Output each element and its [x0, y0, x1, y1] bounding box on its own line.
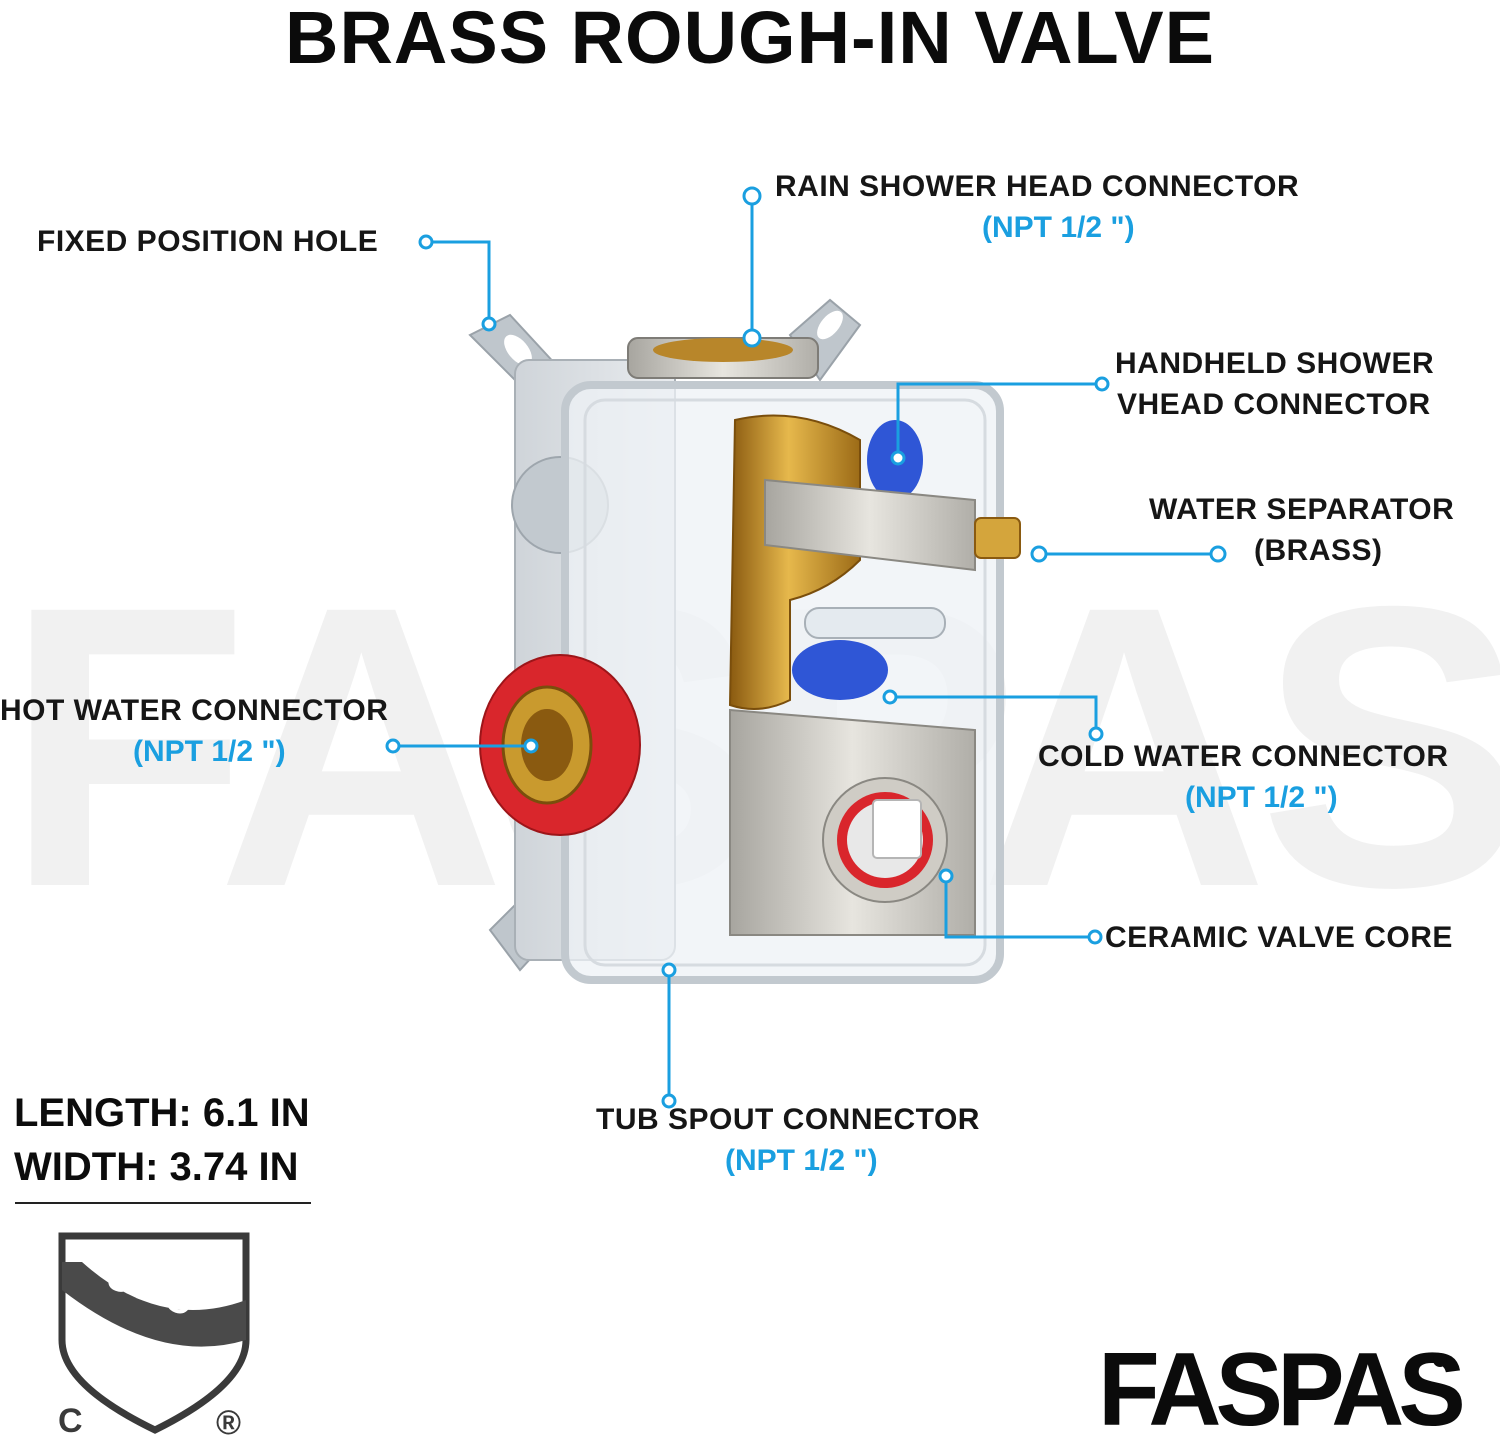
page-title: BRASS ROUGH-IN VALVE [285, 0, 1215, 79]
cold-water-connector-spec: (NPT 1/2 ") [1185, 781, 1338, 814]
dimension-underline [15, 1202, 311, 1204]
callout-dot [742, 328, 762, 348]
callout-dot [938, 868, 954, 884]
tub-spout-connector-label: TUB SPOUT CONNECTOR [596, 1103, 980, 1136]
callout-dot [1094, 376, 1110, 392]
ceramic-valve-core-label: CERAMIC VALVE CORE [1105, 921, 1453, 954]
faspas-logo: FASPAS [1098, 1332, 1463, 1448]
handheld-shower-label-line2: VHEAD CONNECTOR [1117, 388, 1431, 421]
callout-dot [1087, 929, 1103, 945]
water-separator-spline-icon [974, 517, 1021, 559]
length-dimension: LENGTH: 6.1 IN [14, 1091, 310, 1135]
leader-cold [890, 695, 1098, 734]
leader-handheld [896, 382, 1102, 458]
hot-water-connector-label: HOT WATER CONNECTOR [0, 694, 389, 727]
fixed-position-hole-icon [504, 334, 532, 366]
callout-dot [1088, 726, 1104, 742]
hot-water-bore [521, 709, 573, 781]
upc-c-letter: C [58, 1402, 83, 1440]
hot-water-connector-spec: (NPT 1/2 ") [133, 735, 286, 768]
rain-shower-head-spec: (NPT 1/2 ") [982, 211, 1135, 244]
water-separator-label: WATER SEPARATOR [1149, 493, 1455, 526]
callout-dot [418, 234, 434, 250]
leader-ceramic [944, 876, 1095, 939]
cold-outlet-blue-ring [792, 640, 888, 700]
callout-dot [523, 738, 539, 754]
callout-dot [742, 186, 762, 206]
callout-dot [661, 1093, 677, 1109]
callout-dot [385, 738, 401, 754]
cold-water-connector-label: COLD WATER CONNECTOR [1038, 740, 1449, 773]
width-dimension: WIDTH: 3.74 IN [14, 1145, 299, 1189]
mount-hole-icon [817, 310, 843, 340]
callout-dot [1030, 545, 1048, 563]
tub-spout-connector-spec: (NPT 1/2 ") [725, 1144, 878, 1177]
rain-shower-head-connector-label: RAIN SHOWER HEAD CONNECTOR [775, 170, 1300, 203]
callout-dot [481, 316, 497, 332]
callout-dot [882, 689, 898, 705]
leader-fixed-hole [426, 240, 491, 324]
diverter-stem [764, 478, 976, 572]
callout-dot [890, 450, 906, 466]
ceramic-valve-core-icon [872, 799, 922, 859]
callout-dot [1209, 545, 1227, 563]
callout-dot [661, 962, 677, 978]
upc-ribbon-icon [62, 1262, 246, 1347]
bypass-tube [804, 607, 946, 639]
fixed-position-hole-label: FIXED POSITION HOLE [37, 225, 379, 258]
registered-mark-icon: ® [216, 1404, 241, 1442]
water-separator-material: (BRASS) [1254, 534, 1383, 567]
logo-droplet-icon [1433, 1353, 1447, 1367]
handheld-shower-label-line1: HANDHELD SHOWER [1115, 347, 1435, 380]
